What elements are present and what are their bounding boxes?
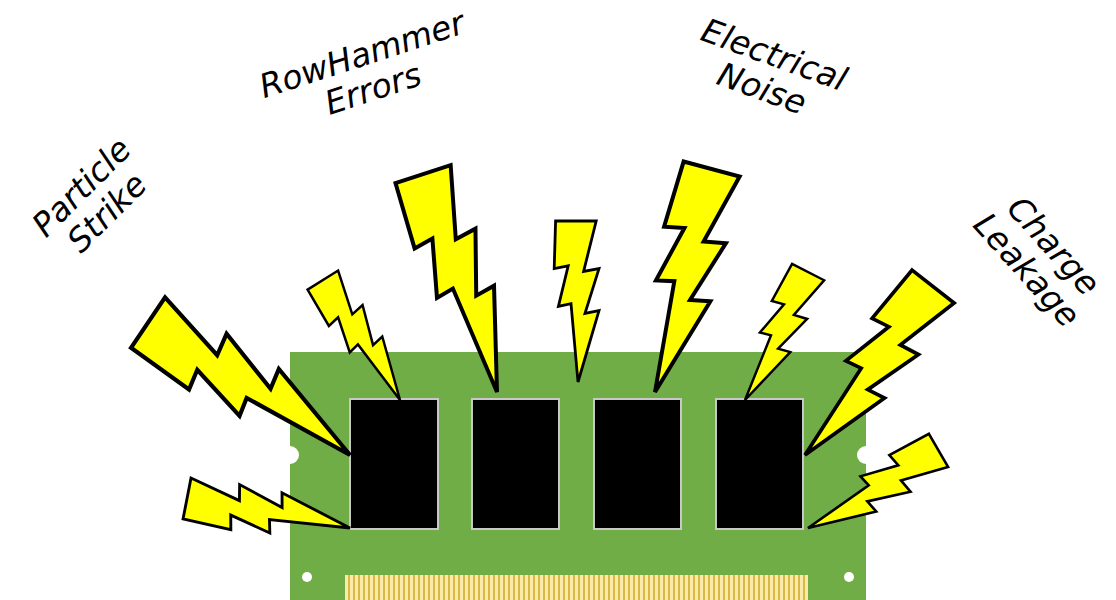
mounting-hole [302, 572, 312, 582]
lightning-bolt [183, 475, 354, 552]
memory-chip [716, 399, 803, 529]
mounting-hole [844, 572, 854, 582]
board-notch [281, 446, 299, 464]
lightning-bolt [394, 164, 526, 403]
error-cause-label: RowHammer Errors [255, 5, 480, 140]
cause-label-holder: Charge Leakage [966, 182, 1113, 334]
lightning-bolt [797, 433, 950, 545]
lightning-bolt [307, 269, 416, 411]
error-cause-label: Electrical Noise [684, 12, 851, 132]
error-cause-label: Charge Leakage [966, 182, 1113, 334]
lightning-bolt [554, 221, 599, 382]
error-cause-label: Particle Strike [26, 131, 165, 270]
lightning-bolt [622, 161, 743, 400]
circuit-board [290, 352, 866, 600]
cause-label-holder: Electrical Noise [684, 12, 851, 132]
memory-chip [350, 399, 438, 529]
board-notch [857, 446, 875, 464]
memory-chip [472, 399, 559, 529]
lightning-bolt [726, 263, 826, 408]
cause-label-holder: Particle Strike [26, 131, 165, 270]
gold-contacts [345, 575, 808, 600]
cause-label-holder: RowHammer Errors [255, 5, 480, 140]
memory-chip [594, 399, 681, 529]
